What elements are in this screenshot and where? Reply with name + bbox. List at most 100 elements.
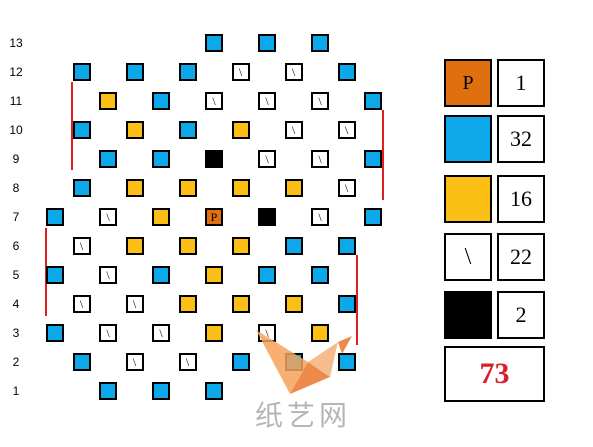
grid-cell-blue [152, 266, 170, 284]
grid-cell-blue [178, 121, 197, 139]
outline-segment [71, 82, 73, 170]
row-label-9: 9 [12, 152, 20, 166]
grid-cell-blue [99, 382, 117, 400]
legend-blue-count: 32 [497, 115, 545, 163]
grid-cell-slash: \ [72, 237, 91, 255]
grid-cell-yellow [205, 266, 223, 284]
grid-cell-slash: \ [311, 150, 329, 168]
legend-slash-swatch: \ [444, 233, 492, 281]
grid-cell-blue [72, 353, 91, 371]
grid-cell-slash: \ [258, 150, 276, 168]
grid-cell-blue [364, 150, 382, 168]
grid-cell-blue [152, 382, 170, 400]
grid-cell-yellow [178, 295, 197, 313]
grid-cell-yellow [231, 295, 250, 313]
grid-cell-blue [284, 353, 303, 371]
grid-cell-yellow [284, 295, 303, 313]
grid-cell-slash: \ [231, 63, 250, 81]
legend-black-count: 2 [497, 291, 545, 339]
grid-cell-blue [311, 34, 329, 52]
grid-cell-slash: \ [311, 208, 329, 226]
legend-total: 73 [444, 346, 545, 402]
legend-blue-swatch [444, 115, 492, 163]
grid-cell-blue [72, 121, 91, 139]
grid-cell-yellow [178, 237, 197, 255]
grid-cell-yellow [311, 324, 329, 342]
grid-cell-slash: \ [337, 179, 356, 197]
grid-cell-blue [178, 63, 197, 81]
grid-cell-blue [337, 353, 356, 371]
grid-cell-yellow [231, 179, 250, 197]
legend-black-swatch [444, 291, 492, 339]
grid-cell-slash: \ [337, 121, 356, 139]
grid-cell-blue [125, 63, 144, 81]
grid-cell-blue [284, 237, 303, 255]
grid-cell-slash: \ [178, 353, 197, 371]
grid-cell-blue [337, 237, 356, 255]
grid-cell-blue [311, 266, 329, 284]
grid-cell-slash: \ [152, 324, 170, 342]
grid-cell-p: P [205, 208, 223, 226]
grid-cell-slash: \ [72, 295, 91, 313]
grid-cell-yellow [152, 208, 170, 226]
grid-cell-slash: \ [125, 295, 144, 313]
grid-cell-yellow [99, 92, 117, 110]
grid-cell-blue [364, 92, 382, 110]
grid-cell-slash: \ [99, 208, 117, 226]
grid-cell-blue [99, 150, 117, 168]
grid-cell-black [205, 150, 223, 168]
grid-cell-blue [205, 34, 223, 52]
grid-cell-yellow [178, 179, 197, 197]
grid-cell-yellow [125, 121, 144, 139]
legend-slash-count: 22 [497, 233, 545, 281]
row-label-3: 3 [12, 326, 20, 340]
row-label-7: 7 [12, 210, 20, 224]
legend-yellow-swatch [444, 175, 492, 223]
grid-cell-yellow [205, 324, 223, 342]
grid-cell-slash: \ [258, 92, 276, 110]
grid-cell-blue [46, 266, 64, 284]
grid-cell-slash: \ [311, 92, 329, 110]
grid-cell-slash: \ [205, 92, 223, 110]
grid-cell-blue [205, 382, 223, 400]
grid-cell-slash: \ [284, 121, 303, 139]
grid-cell-blue [72, 63, 91, 81]
grid-cell-blue [46, 324, 64, 342]
grid-cell-yellow [125, 237, 144, 255]
grid-cell-slash: \ [125, 353, 144, 371]
legend-yellow-count: 16 [497, 175, 545, 223]
row-label-4: 4 [12, 297, 20, 311]
grid-cell-blue [231, 353, 250, 371]
grid-cell-blue [152, 150, 170, 168]
grid-cell-slash: \ [284, 63, 303, 81]
row-label-12: 12 [9, 65, 23, 79]
grid-cell-slash: \ [99, 266, 117, 284]
grid-cell-yellow [284, 179, 303, 197]
legend-orange-p-count: 1 [497, 59, 545, 107]
grid-cell-black [258, 208, 276, 226]
grid-cell-blue [337, 295, 356, 313]
grid-cell-slash: \ [99, 324, 117, 342]
row-label-10: 10 [9, 123, 23, 137]
outline-segment [356, 255, 358, 345]
row-label-11: 11 [9, 94, 23, 108]
grid-cell-yellow [231, 121, 250, 139]
legend-orange-p-swatch: P [444, 59, 492, 107]
grid-cell-yellow [125, 179, 144, 197]
row-label-2: 2 [12, 355, 20, 369]
grid-cell-slash: \ [258, 324, 276, 342]
row-label-5: 5 [12, 268, 20, 282]
grid-cell-yellow [231, 237, 250, 255]
grid-cell-blue [337, 63, 356, 81]
grid-cell-blue [152, 92, 170, 110]
grid-cell-blue [364, 208, 382, 226]
grid-cell-blue [46, 208, 64, 226]
row-label-1: 1 [12, 384, 20, 398]
outline-segment [382, 110, 384, 200]
grid-cell-blue [258, 266, 276, 284]
grid-cell-blue [72, 179, 91, 197]
row-label-13: 13 [9, 36, 23, 50]
grid-cell-blue [258, 34, 276, 52]
row-label-8: 8 [12, 181, 20, 195]
